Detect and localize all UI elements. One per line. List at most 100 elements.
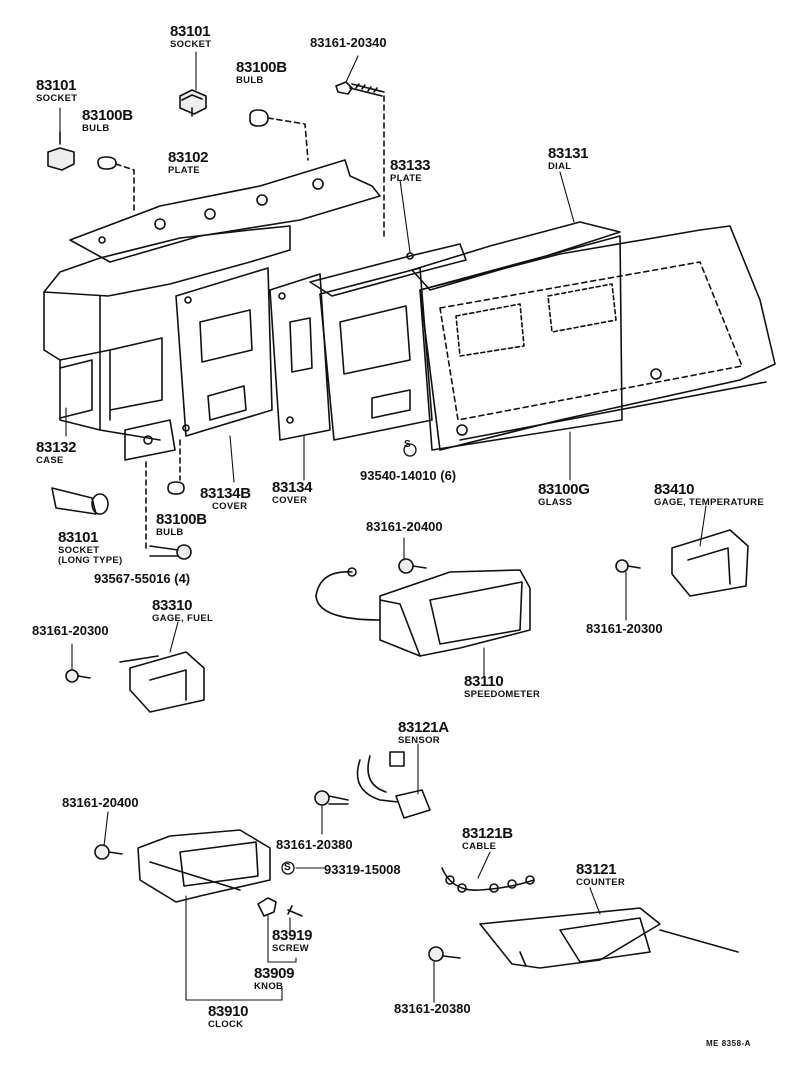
label-screw-20380a: 83161-20380 (276, 838, 353, 851)
part-name-detail: (LONG TYPE) (58, 554, 123, 566)
part-name: CASE (36, 455, 64, 466)
label-screw-83919: 83919 SCREW (272, 927, 313, 954)
case-drawing (43, 225, 291, 461)
plate-133-drawing (309, 243, 467, 441)
part-number: 83102 (168, 149, 209, 166)
part-name: SENSOR (398, 735, 440, 746)
drawing-code: ME 8358-A (706, 1039, 751, 1048)
part-name: SOCKET (58, 545, 100, 556)
part-number: 83100B (236, 59, 287, 76)
clock-drawing (137, 829, 271, 903)
knob-drawing (257, 897, 277, 917)
screw-20380b-drawing (428, 946, 461, 962)
label-screw-20400a: 83161-20400 (366, 520, 443, 533)
screw-top-drawing (335, 81, 385, 241)
plate-main-drawing (69, 159, 381, 263)
part-number: 83100B (82, 107, 133, 124)
part-number: 83100G (538, 481, 590, 498)
part-number: 83101 (58, 529, 99, 546)
part-number: 83133 (390, 157, 431, 174)
part-number: 83100B (156, 511, 207, 528)
part-number: 83161-20380 (394, 1001, 471, 1016)
part-name: SOCKET (170, 39, 212, 50)
gage-fuel-drawing (119, 651, 205, 713)
part-number: 83910 (208, 1003, 249, 1020)
label-speedometer: 83110 SPEEDOMETER (464, 674, 540, 700)
label-socket-top: 83101 SOCKET (170, 24, 211, 50)
part-name: PLATE (390, 173, 422, 184)
label-dial: 83131 DIAL (548, 145, 589, 172)
speedometer-drawing (315, 567, 531, 657)
screw-20400b-drawing (94, 844, 123, 860)
part-name: DIAL (548, 161, 572, 172)
part-number: 83161-20340 (310, 35, 387, 50)
part-number: 83161-20400 (62, 795, 139, 810)
cable-drawing (441, 867, 535, 893)
part-name: COVER (212, 501, 248, 512)
label-sensor: 83121A SENSOR (398, 720, 449, 746)
label-bulb-bottom: 83100B BULB (156, 512, 207, 538)
screw-20380a-drawing (314, 790, 349, 806)
label-clock: 83910 CLOCK (208, 1003, 249, 1030)
part-number: 83161-20300 (586, 621, 663, 636)
part-name: BULB (236, 75, 264, 86)
gage-temp-drawing (671, 529, 749, 597)
label-screw-20300a: 83161-20300 (32, 624, 109, 637)
part-number: 83410 (654, 481, 695, 498)
socket-top-drawing (179, 89, 207, 117)
screw-93567-drawing (149, 544, 192, 560)
label-bulb-top: 83100B BULB (236, 60, 287, 86)
part-number: 83310 (152, 597, 193, 614)
part-name: SPEEDOMETER (464, 689, 541, 700)
screw-20300b-drawing (615, 559, 641, 573)
label-cover-b: 83134B COVER (200, 486, 251, 512)
s-mark-washer: 93319-15008 (282, 862, 401, 878)
cover-drawing (269, 273, 331, 441)
label-plate-133: 83133 PLATE (390, 157, 431, 184)
part-number: 83134 (272, 479, 313, 496)
part-number: 83101 (36, 77, 77, 94)
part-name: CLOCK (208, 1019, 244, 1030)
screw-83919-drawing (287, 905, 303, 917)
part-number: 93540-14010 (6) (360, 468, 457, 483)
socket-left-drawing (47, 131, 75, 171)
label-gage-temp: 83410 GAGE, TEMPERATURE (654, 482, 764, 508)
sensor-drawing (356, 751, 431, 819)
bulb-top-drawing (249, 109, 269, 127)
part-name: GLASS (538, 497, 573, 508)
part-number: 83121 (576, 861, 617, 878)
label-screw-top: 83161-20340 (310, 36, 387, 49)
glass-drawing (419, 225, 776, 451)
part-number: 93319-15008 (324, 862, 401, 877)
part-number: 83121B (462, 825, 513, 842)
s-mark-nut: S (404, 439, 411, 450)
part-number: 83131 (548, 145, 589, 162)
part-name: BULB (82, 123, 110, 134)
part-number: 93567-55016 (4) (94, 571, 191, 586)
part-name: SOCKET (36, 93, 78, 104)
label-screw-20380b: 83161-20380 (394, 1002, 471, 1015)
label-socket-long: 83101 SOCKET (LONG TYPE) (58, 530, 123, 565)
bulb-bottom-drawing (167, 481, 185, 495)
part-name: COUNTER (576, 877, 626, 888)
label-screw-93567: 93567-55016 (4) (94, 572, 190, 585)
part-name: PLATE (168, 165, 200, 176)
part-name: CABLE (462, 841, 497, 852)
label-nut-s: 93540-14010 (6) (360, 468, 456, 484)
part-number: 83919 (272, 927, 313, 944)
part-number: 83134B (200, 485, 251, 502)
label-screw-20300b: 83161-20300 (586, 622, 663, 635)
part-name: KNOB (254, 981, 284, 992)
part-number: 83132 (36, 439, 77, 456)
part-number: 83161-20300 (32, 623, 109, 638)
part-number: 83161-20380 (276, 837, 353, 852)
label-cover: 83134 COVER (272, 479, 313, 506)
dial-drawing (411, 221, 623, 451)
part-number: 83909 (254, 965, 295, 982)
label-gage-fuel: 83310 GAGE, FUEL (152, 598, 213, 624)
label-case: 83132 CASE (36, 439, 77, 466)
bulb-left-drawing (97, 156, 117, 170)
s-mark-washer-symbol: S (284, 862, 291, 873)
cover-b-drawing (175, 267, 273, 437)
part-name: BULB (156, 527, 184, 538)
